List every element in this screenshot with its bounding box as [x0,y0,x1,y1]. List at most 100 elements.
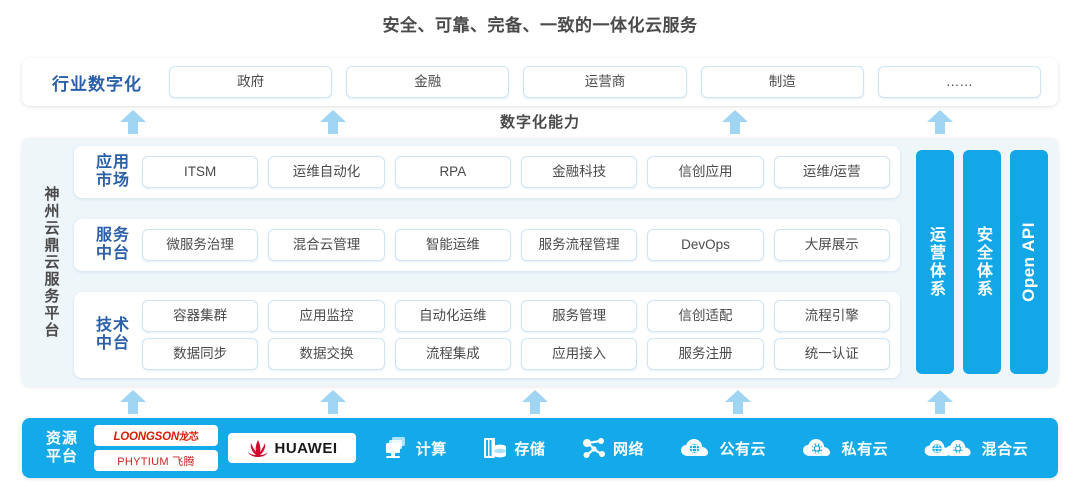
up-arrow-icon [725,390,751,414]
industry-item-3[interactable]: 制造 [700,66,864,98]
chip-process-engine[interactable]: 流程引擎 [773,300,890,332]
chip-unified-auth[interactable]: 统一认证 [773,338,890,370]
chip-devops[interactable]: DevOps [647,229,764,261]
layer-label-line2: 市场 [95,172,130,189]
chip-itsm[interactable]: ITSM [142,156,259,188]
resource-item-label: 网络 [612,440,644,458]
resource-label-line1: 资源 [45,430,78,447]
resource-item-public-cloud[interactable]: 公有云 [680,436,767,460]
vertical-bar-operations-system[interactable]: 运营体系 [916,150,954,374]
item-row: 数据同步 数据交换 流程集成 应用接入 服务注册 统一认证 [142,338,890,370]
private-cloud-icon [802,439,830,456]
up-arrow-icon [927,110,953,134]
chip-hybrid-cloud-mgmt[interactable]: 混合云管理 [268,229,385,261]
industry-item-4[interactable]: …… [877,66,1042,98]
vertical-bar-label: 安全体系 [974,226,991,298]
up-arrow-icon [120,390,146,414]
layer-label-line2: 中台 [95,335,130,352]
chip-container-cluster[interactable]: 容器集群 [142,300,259,332]
chip-dashboard-display[interactable]: 大屏展示 [773,229,890,261]
layer-app-market-label: 应用 市场 [84,154,142,191]
layer-app-market-items: ITSM 运维自动化 RPA 金融科技 信创应用 运维/运营 [142,156,890,188]
layer-app-market: 应用 市场 ITSM 运维自动化 RPA 金融科技 信创应用 运维/运营 [74,146,900,198]
phytium-logo-cn: 飞腾 [172,455,195,468]
resource-item-label: 计算 [415,440,447,458]
layer-tech-midend-label: 技术 中台 [84,317,142,354]
layer-service-midend-items: 微服务治理 混合云管理 智能运维 服务流程管理 DevOps 大屏展示 [142,229,890,261]
loongson-logo[interactable]: LOONGSON龙芯 [94,425,218,446]
huawei-logo[interactable]: HUAWEI [228,433,356,463]
resource-item-network[interactable]: 网络 [581,436,644,460]
chip-fintech[interactable]: 金融科技 [520,156,638,188]
item-row: 容器集群 应用监控 自动化运维 服务管理 信创适配 流程引擎 [142,300,890,332]
layer-service-midend: 服务 中台 微服务治理 混合云管理 智能运维 服务流程管理 DevOps 大屏展… [74,219,900,271]
vertical-bar-label: Open API [1019,222,1038,302]
resource-label-line2: 平台 [45,448,78,465]
layer-service-midend-label: 服务 中台 [84,227,142,264]
chip-xinchuang-app[interactable]: 信创应用 [647,156,764,188]
resource-item-hybrid-cloud[interactable]: 混合云 [924,436,1029,460]
huawei-logo-text: HUAWEI [274,439,338,457]
resource-platform-bar: 资源 平台 LOONGSON龙芯 PHYTIUM 飞腾 HUAWEI [22,418,1058,478]
chip-automated-ops[interactable]: 自动化运维 [394,300,511,332]
industry-item-0[interactable]: 政府 [169,66,333,98]
phytium-logo-en: PHYTIUM [117,455,169,468]
up-arrow-icon [320,390,346,414]
vertical-bar-security-system[interactable]: 安全体系 [963,150,1001,374]
loongson-logo-en: LOONGSON [113,431,179,443]
resource-item-storage[interactable]: 存储 [482,436,545,460]
layer-tech-midend-items: 容器集群 应用监控 自动化运维 服务管理 信创适配 流程引擎 数据同步 数据交换… [142,300,890,370]
vertical-bar-open-api[interactable]: Open API [1010,150,1048,374]
chip-ops-operations[interactable]: 运维/运营 [773,156,890,188]
up-arrow-icon [120,110,146,134]
chip-service-process-mgmt[interactable]: 服务流程管理 [520,229,638,261]
chip-intelligent-ops[interactable]: 智能运维 [394,229,511,261]
chip-app-access[interactable]: 应用接入 [520,338,638,370]
item-row: 微服务治理 混合云管理 智能运维 服务流程管理 DevOps 大屏展示 [142,229,890,261]
chip-service-registry[interactable]: 服务注册 [647,338,764,370]
chip-app-monitoring[interactable]: 应用监控 [268,300,385,332]
phytium-logo[interactable]: PHYTIUM 飞腾 [94,450,218,471]
up-arrow-icon [722,110,748,134]
bottom-arrow-strip [22,388,1058,418]
industry-item-2[interactable]: 运营商 [523,66,687,98]
industry-row-label: 行业数字化 [52,74,142,94]
capability-label: 数字化能力 [499,114,580,131]
item-row: ITSM 运维自动化 RPA 金融科技 信创应用 运维/运营 [142,156,890,188]
industry-item-1[interactable]: 金融 [346,66,510,98]
compute-icon [385,437,405,458]
resource-item-compute[interactable]: 计算 [384,436,447,460]
layer-label-line1: 技术 [95,316,130,334]
chip-rpa[interactable]: RPA [394,156,511,188]
platform-vertical-label-text: 神州云鼎云服务平台 [42,185,60,339]
storage-icon [484,438,507,458]
top-arrow-strip: 数字化能力 [22,108,1058,136]
hybrid-cloud-icon [924,440,971,456]
resource-platform-label: 资源 平台 [34,430,90,466]
chip-ops-automation[interactable]: 运维自动化 [268,156,385,188]
chip-xinchuang-adaptation[interactable]: 信创适配 [647,300,764,332]
resource-item-private-cloud[interactable]: 私有云 [802,436,889,460]
page-title: 安全、可靠、完备、一致的一体化云服务 [382,16,698,35]
up-arrow-icon [522,390,548,414]
chip-process-integration[interactable]: 流程集成 [394,338,511,370]
huawei-flower-icon [247,440,268,457]
layer-label-line2: 中台 [95,245,130,262]
chip-microservice-governance[interactable]: 微服务治理 [142,229,259,261]
network-icon [582,438,605,458]
layer-label-line1: 应用 [95,153,130,171]
chip-data-sync[interactable]: 数据同步 [142,338,259,370]
resource-item-label: 公有云 [719,440,767,458]
resource-item-label: 混合云 [981,440,1029,458]
layer-tech-midend: 技术 中台 容器集群 应用监控 自动化运维 服务管理 信创适配 流程引擎 数据同… [74,292,900,378]
layer-label-line1: 服务 [95,226,130,244]
chip-service-mgmt[interactable]: 服务管理 [520,300,638,332]
industry-digitalization-row: 行业数字化 政府 金融 运营商 制造 …… [22,58,1058,106]
cpu-vendor-logos: LOONGSON龙芯 PHYTIUM 飞腾 [94,425,218,471]
platform-vertical-label: 神州云鼎云服务平台 [28,146,74,378]
chip-data-exchange[interactable]: 数据交换 [268,338,385,370]
vertical-bars-group: 运营体系 安全体系 Open API [908,150,1048,374]
public-cloud-icon [680,439,708,456]
cloud-service-platform-panel: 神州云鼎云服务平台 应用 市场 ITSM 运维自动化 RPA 金融科技 信创应用… [22,138,1058,386]
platform-layers: 应用 市场 ITSM 运维自动化 RPA 金融科技 信创应用 运维/运营 服务 … [74,146,1048,378]
